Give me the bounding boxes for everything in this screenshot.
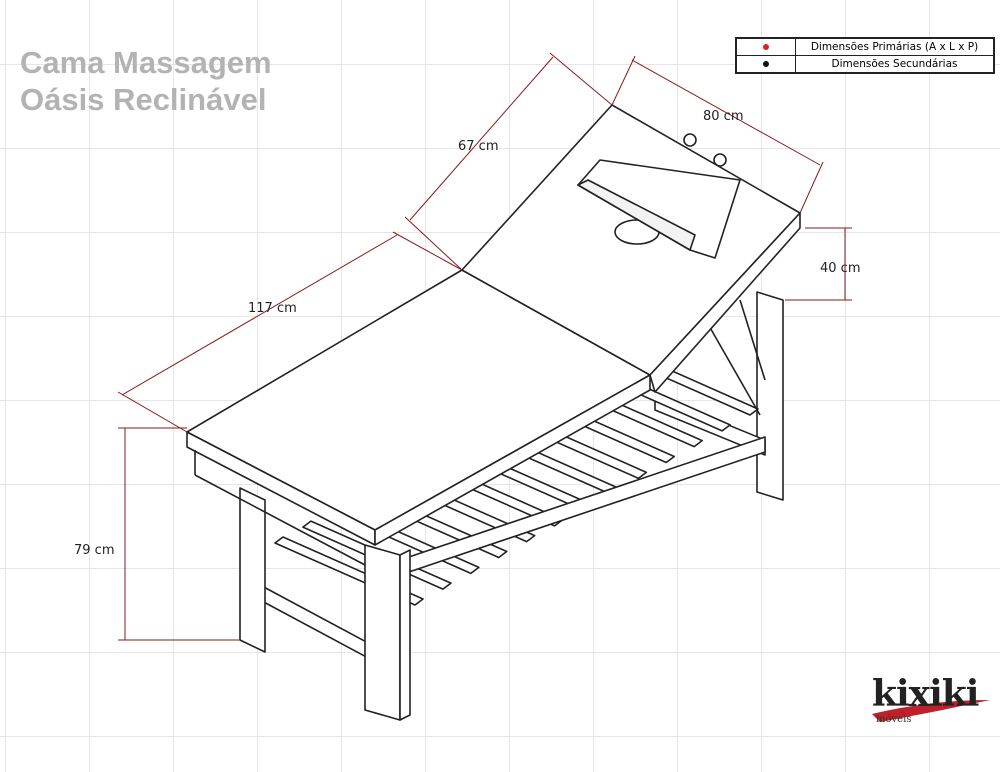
dim-80: 80 cm <box>703 109 744 124</box>
front-left-leg <box>239 487 266 653</box>
dim-67: 67 cm <box>458 139 499 154</box>
title-line-1: Cama Massagem <box>20 45 272 80</box>
dim-117: 117 cm <box>248 301 297 316</box>
mattress-side-edge <box>374 374 651 546</box>
backrest-side <box>649 212 801 393</box>
legend-label-primary: Dimensões Primárias (A x L x P) <box>795 37 995 56</box>
dim-40: 40 cm <box>820 261 861 276</box>
kixiki-logo-sub: móveis <box>876 714 912 725</box>
kixiki-logo: kixiki <box>872 673 979 715</box>
title-line-2: Oásis Reclinável <box>20 82 267 117</box>
legend-row-secondary: Dimensões Secundárias <box>735 55 995 74</box>
back-right-leg <box>756 291 784 501</box>
diagram-title: Cama Massagem Oásis Reclinável <box>20 44 272 118</box>
front-right-leg-side <box>399 549 411 721</box>
logo-swoosh <box>872 700 990 722</box>
legend-label-secondary: Dimensões Secundárias <box>795 55 995 74</box>
front-right-leg <box>364 544 401 721</box>
dim-79: 79 cm <box>74 543 115 558</box>
dimension-lines <box>117 52 852 641</box>
red-dot-icon <box>763 44 769 50</box>
black-dot-icon <box>763 61 769 67</box>
legend-table: Dimensões Primárias (A x L x P) Dimensõe… <box>735 37 995 74</box>
